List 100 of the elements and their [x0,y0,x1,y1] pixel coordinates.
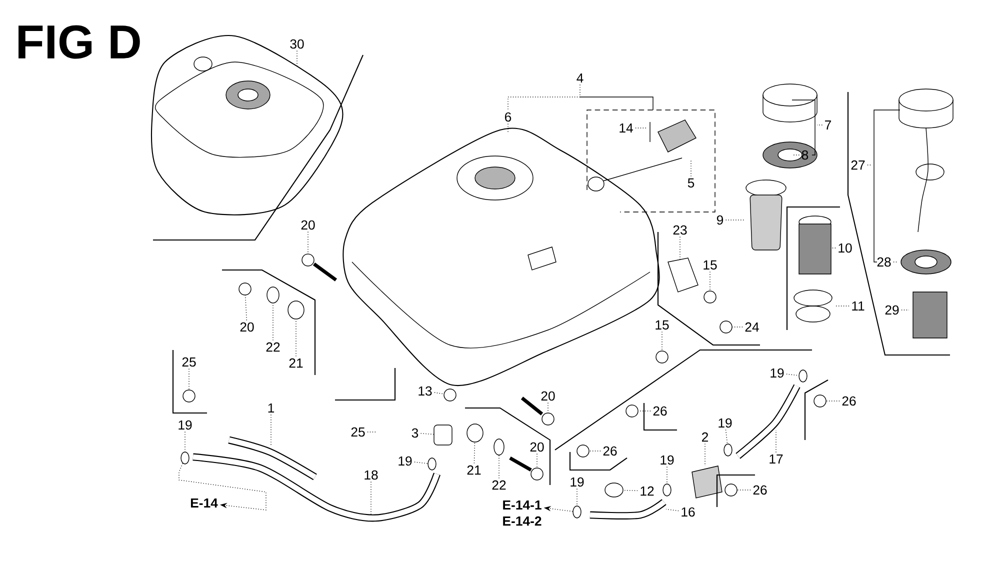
callout-number: 21 [467,465,481,475]
nut-drawing [576,444,590,458]
nut-drawing [724,484,738,496]
callout-number: 26 [842,396,856,406]
leader-line [666,466,668,484]
leader-line [272,302,274,341]
callout-number: 16 [682,507,695,517]
callout-number: 20 [240,322,254,332]
leader-line [434,392,444,394]
callout-number: E-14 [190,498,218,508]
nut-drawing [724,444,732,456]
callout-number: 20 [301,220,315,230]
figure-title: FIG D [18,25,140,59]
leader-line [638,410,651,412]
leader-line [732,326,743,328]
leader-line [498,454,500,479]
nut-drawing [604,482,624,498]
leader-line [536,453,538,468]
callout-number: 25 [351,427,365,437]
nut-drawing [466,424,484,442]
callout-number: 26 [603,446,617,456]
callout-number: 27 [851,160,865,170]
leader-line [666,508,679,512]
nut-drawing [656,350,668,364]
leader-line [576,488,578,506]
leader-line [623,490,638,492]
leader-line [184,431,186,452]
leader-line [508,84,580,111]
leader-line [690,160,692,177]
callout-number: 19 [398,456,412,466]
callout-number: 2 [702,432,708,442]
callout-number: 26 [753,485,767,495]
nut-drawing [720,320,732,334]
callout-number: 15 [704,260,717,270]
callout-number: 24 [745,322,759,332]
leader-line [414,462,428,464]
leader-line [244,294,247,321]
leader-line [589,450,601,452]
nut-drawing [302,254,314,266]
callout-number: 15 [656,320,669,330]
nut-drawing [626,404,638,418]
leader-line [786,374,800,376]
nut-drawing [266,286,280,304]
callout-number: 21 [289,358,303,368]
callout-number: 19 [718,418,732,428]
callout-number: 22 [266,342,280,352]
leader-line [296,50,298,68]
callout-number: 19 [570,477,584,487]
callout-number: 7 [825,120,831,130]
nut-drawing [530,468,544,480]
leader-line [792,154,800,156]
leader-line [370,481,372,516]
callout-number: 20 [530,442,544,452]
callout-number: 20 [541,391,555,401]
leader-line [270,414,272,446]
valve-drawing [434,424,452,446]
callout-number: 25 [182,357,196,367]
callout-number: 8 [802,150,808,160]
callout-number: 9 [716,215,724,225]
callout-number: 29 [885,305,899,315]
leader-line [420,433,434,435]
callout-number: 19 [178,420,192,430]
nut-drawing [494,438,504,456]
nut-drawing [428,458,436,470]
callout-number: 11 [852,301,864,311]
callout-number: 28 [877,257,891,267]
callout-number: 30 [290,39,304,49]
callout-number: 23 [673,225,687,235]
nut-drawing [182,390,196,402]
nut-drawing [238,282,252,296]
callout-number: 18 [364,470,378,480]
leader-line [704,443,706,466]
callout-number: 22 [492,480,506,490]
leader-line [474,442,476,464]
callout-number: 3 [412,428,418,438]
leader-line [178,463,266,510]
nut-drawing [288,300,304,320]
callout-number: 10 [838,243,852,253]
nut-drawing [572,506,582,518]
nut-drawing [798,370,808,382]
callout-number: 1 [268,403,274,413]
leader-line [725,429,728,444]
callout-number: 17 [770,454,783,464]
callout-number: 6 [505,112,512,122]
leader-line [867,164,872,166]
callout-number: E-14-2 [503,516,542,526]
callout-number: 4 [576,73,584,83]
callout-number: 19 [660,455,674,465]
leader-line [826,400,840,402]
callout-number: 13 [418,386,432,396]
nut-drawing [814,394,826,408]
callout-number: E-14-1 [503,500,542,510]
nut-drawing [704,290,716,304]
nut-drawing [662,484,672,496]
nut-drawing [542,412,554,426]
callout-number: 12 [640,486,654,496]
callout-number: 26 [653,406,667,416]
callout-number: 19 [770,368,784,378]
nut-drawing [444,388,456,402]
callout-number: 5 [688,178,694,188]
